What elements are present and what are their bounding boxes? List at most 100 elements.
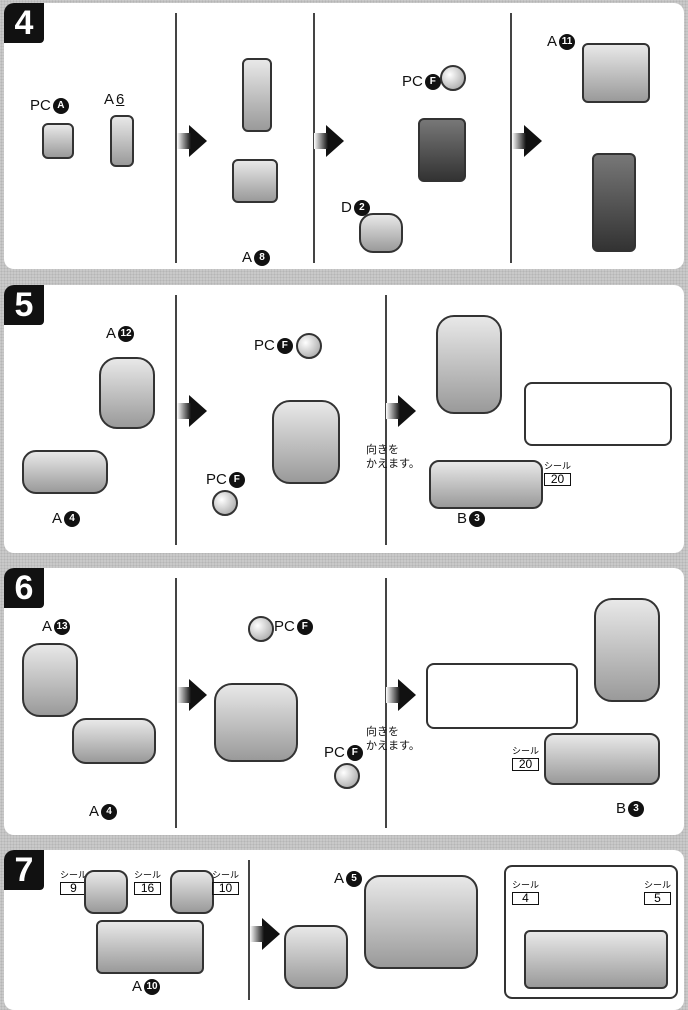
seal-label: シール: [60, 870, 88, 880]
seal-number: 10: [212, 882, 240, 895]
label-text: A: [334, 870, 345, 887]
part-number: 13: [54, 618, 71, 635]
part-b3: [429, 460, 543, 509]
part-a-upper: [242, 58, 272, 132]
seal-16: シール 16: [134, 870, 162, 895]
part-assembly: [594, 598, 660, 702]
part-a4: [22, 450, 108, 494]
next-arrow-icon: [177, 125, 207, 157]
seal-9: シール 9: [60, 870, 88, 895]
part-a4: [72, 718, 156, 764]
label-text: A: [242, 249, 253, 266]
seal-number: 5: [644, 892, 672, 905]
part-number: 6: [116, 91, 125, 108]
part-number: 10: [144, 978, 161, 995]
note-line: 向きを: [366, 726, 399, 738]
note-line: 向きを: [366, 444, 399, 456]
part-number: 3: [628, 800, 645, 817]
seal-label: シール: [134, 870, 162, 880]
part-pc-f: [296, 333, 322, 359]
seal-20: シール 20: [544, 461, 572, 486]
seal-number: 20: [544, 473, 572, 486]
seal-20: シール 20: [512, 746, 540, 771]
divider: [510, 13, 512, 263]
part-number: 8: [254, 249, 271, 266]
part-a5: [364, 875, 478, 969]
part-assembly: [436, 315, 502, 414]
step-number: 7: [4, 850, 44, 890]
seal-label: シール: [512, 746, 540, 756]
orientation-note: 向きをかえます。: [366, 725, 420, 753]
label-text: PC: [30, 97, 51, 114]
part-a6: [110, 115, 134, 167]
part-number: 4: [101, 803, 118, 820]
seal-number: 9: [60, 882, 88, 895]
seal-label: シール: [212, 870, 240, 880]
label-text: PC: [402, 73, 423, 90]
part-number: 3: [469, 510, 486, 527]
divider: [175, 13, 177, 263]
next-arrow-icon: [386, 395, 416, 427]
seal-number: 16: [134, 882, 162, 895]
label-text: A: [547, 33, 558, 50]
next-arrow-icon: [250, 918, 280, 950]
seal-label: シール: [512, 880, 540, 890]
label-text: A: [52, 510, 63, 527]
part-assembly: [418, 118, 466, 182]
part-number: 5: [346, 870, 363, 887]
step-number: 4: [4, 3, 44, 43]
label-text: PC: [206, 471, 227, 488]
seal-number: 20: [512, 758, 540, 771]
sticker-10: [170, 870, 214, 914]
label-text: A: [132, 978, 143, 995]
part-a8: [232, 159, 278, 203]
seal-label: シール: [644, 880, 672, 890]
next-arrow-icon: [177, 679, 207, 711]
part-assembly: [272, 400, 340, 484]
next-arrow-icon: [177, 395, 207, 427]
part-number: F: [228, 471, 245, 488]
part-number: 11: [559, 33, 576, 50]
divider: [175, 578, 177, 828]
part-number: 12: [118, 325, 135, 342]
divider: [175, 295, 177, 545]
part-b3: [544, 733, 660, 785]
part-a10-detail: [524, 930, 668, 989]
divider: [385, 578, 387, 828]
note-line: かえます。: [366, 458, 420, 470]
part-pc-f: [334, 763, 360, 789]
part-a12: [99, 357, 155, 429]
next-arrow-icon: [512, 125, 542, 157]
seal-number: 4: [512, 892, 540, 905]
part-number: F: [276, 337, 293, 354]
part-number: 4: [64, 510, 81, 527]
seal-5: シール 5: [644, 880, 672, 905]
seal-label: シール: [544, 461, 572, 471]
part-number: A: [52, 97, 69, 114]
orientation-note: 向きをかえます。: [366, 443, 420, 471]
label-text: A: [104, 91, 115, 108]
part-number: F: [346, 744, 363, 761]
label-text: PC: [274, 618, 295, 635]
part-pc-f: [440, 65, 466, 91]
step-number: 6: [4, 568, 44, 608]
step-number: 5: [4, 285, 44, 325]
label-text: PC: [254, 337, 275, 354]
part-pc-f: [248, 616, 274, 642]
